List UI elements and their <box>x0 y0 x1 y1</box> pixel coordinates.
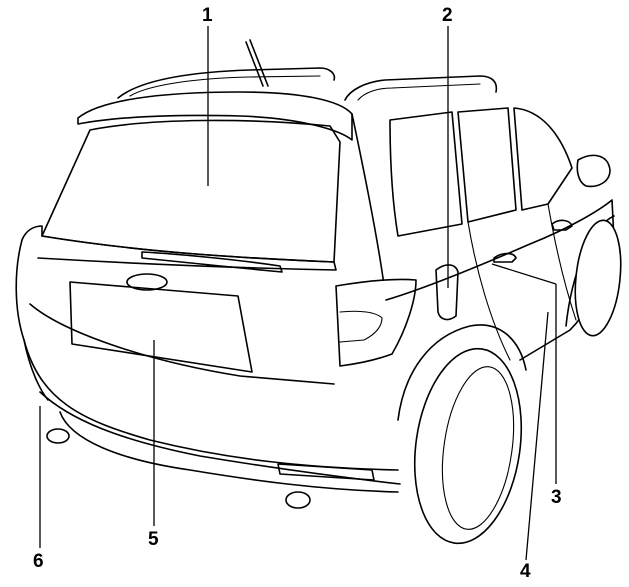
leader-line-4 <box>525 311 549 561</box>
roof-rail-left-inner <box>129 75 321 97</box>
roof-rail-left <box>117 67 336 99</box>
callout-3: 3 <box>551 487 562 508</box>
side-window-mid <box>457 107 517 223</box>
callout-1: 1 <box>202 5 213 26</box>
tail-light <box>335 278 417 367</box>
tailgate-outline <box>21 225 337 271</box>
front-wheel <box>574 219 622 337</box>
roof-rail-right <box>344 75 498 101</box>
tail-light-segment <box>339 310 383 343</box>
body-left-side <box>15 239 49 401</box>
fuel-filler-door <box>435 264 459 321</box>
bumper-diffuser <box>59 411 399 493</box>
callout-5: 5 <box>148 529 159 550</box>
roof-rail-right-inner <box>357 83 481 101</box>
callout-2: 2 <box>442 5 453 26</box>
rear-door-line <box>467 221 511 361</box>
callout-6: 6 <box>33 551 44 572</box>
license-plate-recess <box>69 281 253 373</box>
rear-window <box>41 119 341 263</box>
rear-wheel <box>413 347 523 545</box>
callout-4: 4 <box>520 561 531 582</box>
leader-line-3-branch <box>491 263 557 285</box>
side-window-front <box>513 107 573 211</box>
emblem <box>126 273 168 291</box>
bumper-reflector <box>277 463 375 481</box>
rear-pillar-right <box>351 113 387 301</box>
side-window-rear <box>389 111 463 237</box>
rear-wheel-inner <box>441 366 515 530</box>
front-door-line <box>547 203 577 321</box>
roof-spoiler <box>77 91 353 141</box>
tailgate-lower-edge <box>29 303 335 385</box>
exhaust-right <box>285 491 311 509</box>
rear-bumper-lower <box>39 391 401 485</box>
antenna <box>245 39 269 87</box>
rear-wheel-arch <box>397 324 527 421</box>
exhaust-left <box>46 428 70 444</box>
rear-wiper <box>141 251 283 273</box>
front-door-handle <box>551 219 573 231</box>
rear-door-handle <box>493 252 517 263</box>
side-mirror <box>576 154 611 188</box>
